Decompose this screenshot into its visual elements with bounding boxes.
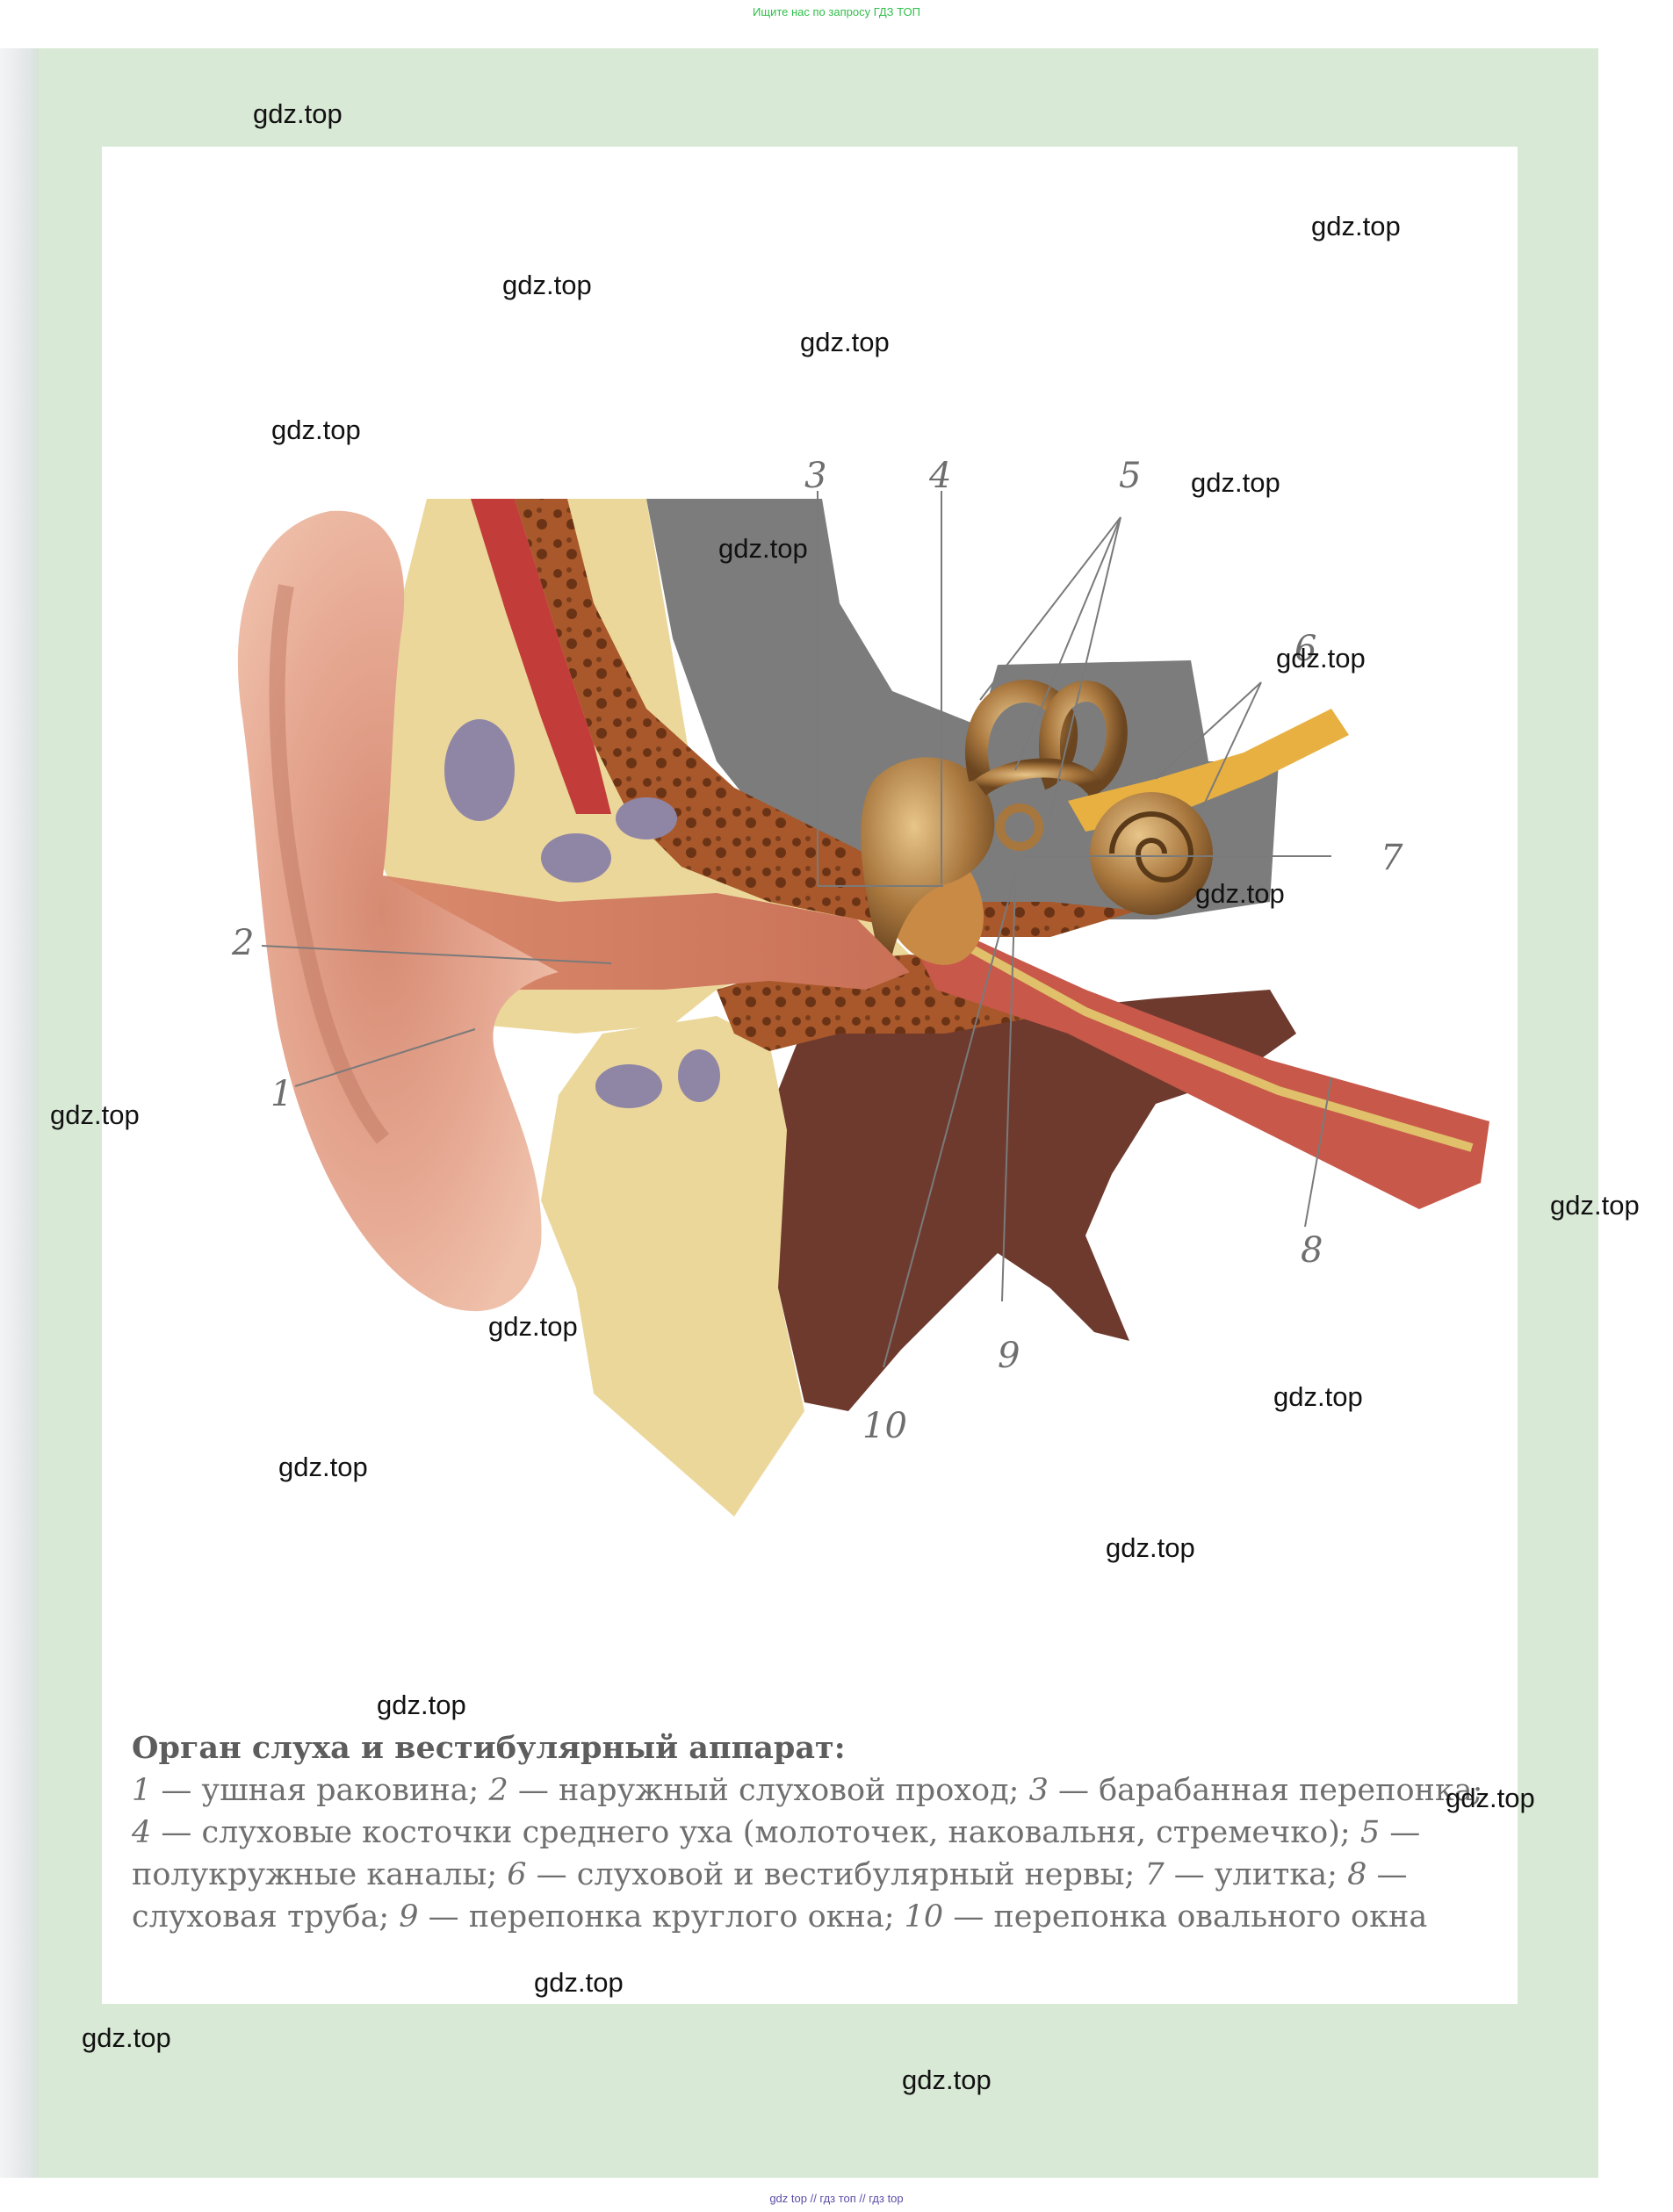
- caption-text-8: — слуховая труба;: [132, 1857, 1408, 1935]
- ossicles: [861, 757, 995, 955]
- cochlea: [1090, 792, 1213, 915]
- caption-text-1: — ушная раковина;: [151, 1773, 489, 1808]
- caption-num-4: 4: [132, 1815, 152, 1850]
- semicircular-canal-2: [1038, 681, 1128, 798]
- label-3: 3: [804, 456, 826, 496]
- caption-num-9: 9: [399, 1899, 419, 1935]
- watermark: gdz.top: [902, 2064, 992, 2095]
- caption-text-6: — слуховой и вестибулярный нервы;: [526, 1857, 1145, 1892]
- watermark: gdz.top: [1195, 878, 1285, 909]
- label-4: 4: [928, 456, 951, 496]
- watermark: gdz.top: [502, 270, 592, 300]
- label-2: 2: [231, 923, 254, 963]
- watermark: gdz.top: [82, 2022, 171, 2053]
- watermark: gdz.top: [1276, 643, 1366, 674]
- figure-caption: Орган слуха и вестибулярный аппарат: 1 —…: [132, 1727, 1502, 1938]
- watermark: gdz.top: [1446, 1783, 1535, 1813]
- watermark: gdz.top: [1273, 1381, 1363, 1412]
- caption-text-3: — барабанная перепонка;: [1048, 1773, 1483, 1808]
- scan-edge: [0, 48, 39, 2178]
- watermark: gdz.top: [1191, 467, 1280, 498]
- caption-text-9: — перепонка круглого окна;: [418, 1899, 905, 1935]
- semicircular-canal-3: [974, 758, 1103, 796]
- watermark: gdz.top: [718, 533, 808, 564]
- caption-text-7: — улитка;: [1164, 1857, 1348, 1892]
- label-9: 9: [998, 1336, 1020, 1376]
- watermark: gdz.top: [271, 414, 361, 445]
- bottom-banner: gdz top // гдз топ // гдз top: [769, 2192, 904, 2205]
- label-7: 7: [1381, 838, 1403, 878]
- watermark: gdz.top: [800, 327, 890, 357]
- caption-num-1: 1: [132, 1773, 152, 1808]
- caption-num-8: 8: [1347, 1857, 1367, 1892]
- caption-text-4: — слуховые косточки среднего уха (молото…: [151, 1815, 1360, 1850]
- watermark: gdz.top: [253, 98, 343, 129]
- watermark: gdz.top: [1106, 1532, 1195, 1563]
- auricle: [237, 510, 559, 1312]
- caption-title: Орган слуха и вестибулярный аппарат:: [132, 1730, 846, 1766]
- watermark: gdz.top: [1550, 1190, 1640, 1221]
- caption-num-6: 6: [507, 1857, 527, 1892]
- top-banner: Ищите нас по запросу ГДЗ ТОП: [753, 5, 920, 18]
- watermark: gdz.top: [377, 1690, 466, 1720]
- caption-text-2: — наружный слуховой проход;: [508, 1773, 1029, 1808]
- watermark: gdz.top: [534, 1967, 624, 1998]
- caption-num-10: 10: [904, 1899, 944, 1935]
- book-page: 1 2 3 4 5 6 7 8 9 10 Орган слуха и вести…: [39, 48, 1598, 2178]
- vessel-oval-2: [541, 833, 611, 883]
- lower-cavity: [769, 990, 1296, 1411]
- lower-bone-cream: [541, 1016, 804, 1517]
- vessel-oval-3: [616, 797, 677, 839]
- caption-text-5: — полукружные каналы;: [132, 1815, 1421, 1892]
- caption-num-5: 5: [1359, 1815, 1381, 1850]
- ear-anatomy-figure: 1 2 3 4 5 6 7 8 9 10: [231, 456, 1489, 1517]
- vessel-oval-4: [595, 1064, 662, 1108]
- label-1: 1: [270, 1074, 292, 1114]
- caption-num-2: 2: [488, 1773, 508, 1808]
- caption-num-7: 7: [1144, 1857, 1165, 1892]
- semicircular-canal-1: [965, 680, 1078, 790]
- watermark: gdz.top: [50, 1099, 140, 1130]
- watermark: gdz.top: [1311, 211, 1401, 241]
- caption-num-3: 3: [1028, 1773, 1049, 1808]
- label-5: 5: [1119, 456, 1141, 496]
- label-6: 6: [1294, 629, 1316, 669]
- vessel-oval-1: [444, 719, 515, 821]
- watermark: gdz.top: [488, 1311, 578, 1342]
- white-panel: 1 2 3 4 5 6 7 8 9 10 Орган слуха и вести…: [102, 147, 1518, 2004]
- caption-text-10: — перепонка овального окна: [943, 1899, 1428, 1935]
- label-8: 8: [1301, 1230, 1323, 1271]
- watermark: gdz.top: [278, 1452, 368, 1482]
- auricle-fold: [269, 584, 390, 1144]
- label-10: 10: [862, 1406, 907, 1446]
- muscle-strip: [471, 499, 611, 814]
- vessel-oval-5: [678, 1049, 720, 1102]
